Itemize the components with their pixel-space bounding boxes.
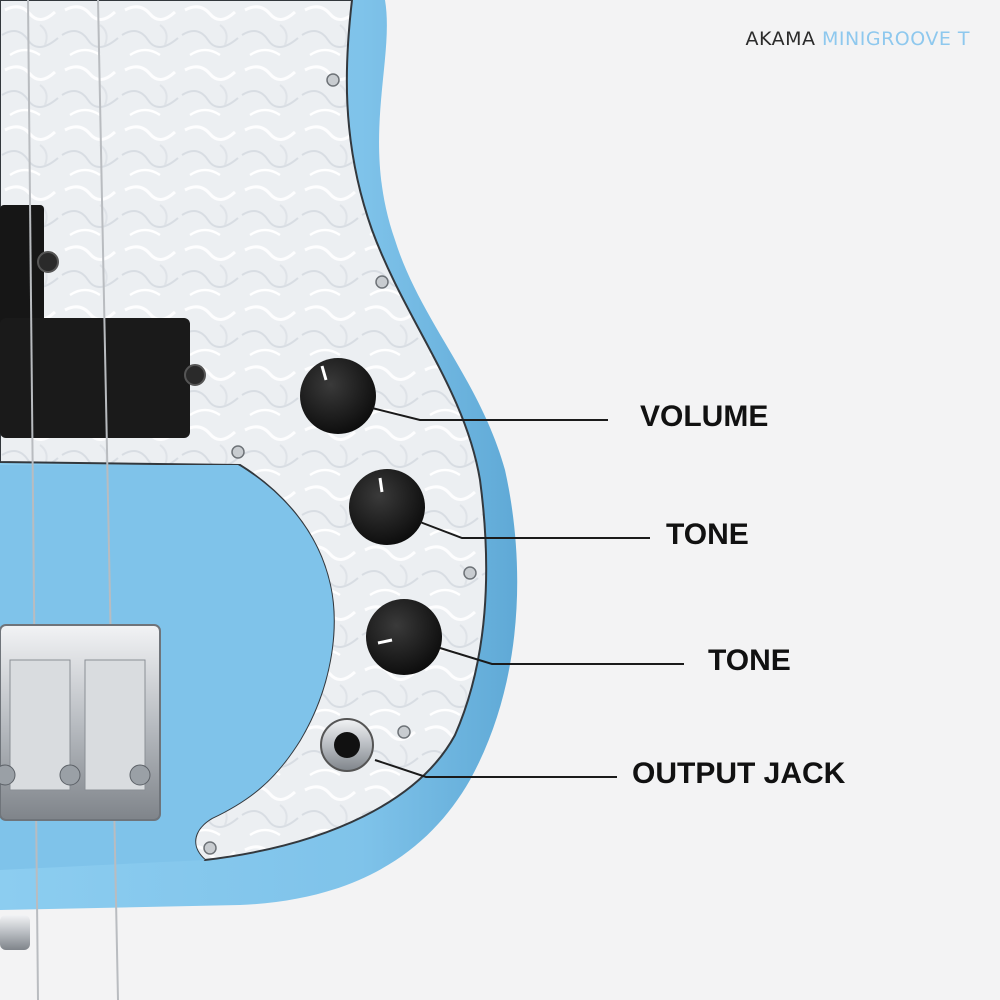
brand-wordmark: AKAMA MINIGROOVE T — [745, 28, 970, 50]
callout-volume: VOLUME — [640, 400, 769, 433]
output-jack — [320, 718, 374, 772]
tone-knob-1 — [349, 469, 425, 545]
string-1 — [27, 0, 39, 1000]
callout-output-jack: OUTPUT JACK — [632, 757, 846, 790]
brand-model: MINIGROOVE T — [822, 28, 970, 50]
volume-knob — [300, 358, 376, 434]
strap-button — [0, 915, 30, 950]
callout-tone-1: TONE — [666, 518, 749, 551]
callout-leaders — [371, 407, 684, 778]
string-2 — [97, 0, 119, 1000]
pickguard-screws — [203, 73, 477, 855]
pickup-upper — [0, 205, 44, 335]
callout-tone-2: TONE — [708, 644, 791, 677]
brand-make: AKAMA — [745, 28, 816, 50]
pickup-lower — [0, 318, 190, 438]
tone-knob-2 — [366, 599, 442, 675]
